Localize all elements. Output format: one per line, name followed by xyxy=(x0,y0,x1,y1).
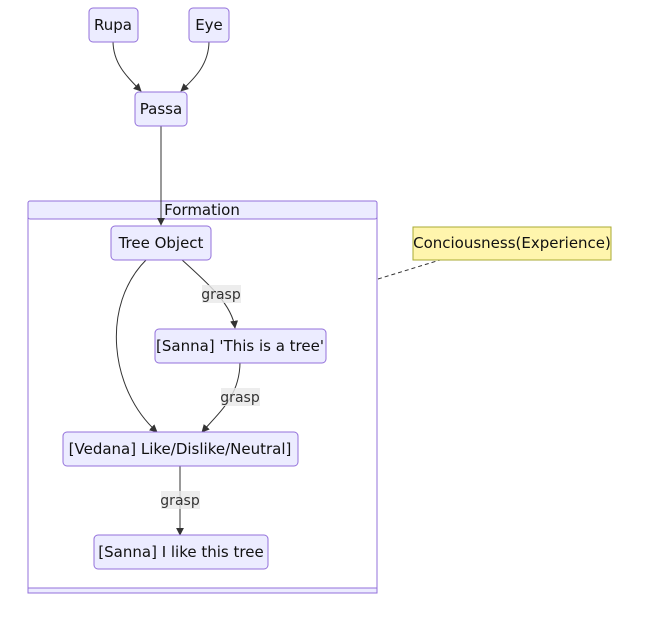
cluster-formation-title: Formation xyxy=(164,201,240,219)
note-consciousness[interactable]: Conciousness(Experience) xyxy=(412,226,612,261)
node-vedana-label: [Vedana] Like/Dislike/Neutral] xyxy=(69,440,292,458)
cluster-formation-title-bar xyxy=(27,200,378,220)
cluster-formation-bottom-bar xyxy=(27,587,378,594)
note-link-line xyxy=(377,259,441,280)
node-eye[interactable]: Eye xyxy=(188,7,230,43)
node-sanna-this-is-a-tree[interactable]: [Sanna] 'This is a tree' xyxy=(154,328,327,364)
edge-labels: grasp grasp grasp xyxy=(160,285,260,509)
node-sanna-i-like-this-tree-label: [Sanna] I like this tree xyxy=(98,543,263,561)
node-tree-object[interactable]: Tree Object xyxy=(110,225,212,261)
edge-label-grasp-2: grasp xyxy=(220,390,260,406)
node-vedana[interactable]: [Vedana] Like/Dislike/Neutral] xyxy=(62,431,299,467)
edge-eye-to-passa xyxy=(180,40,210,92)
node-eye-label: Eye xyxy=(195,16,223,34)
node-sanna-i-like-this-tree[interactable]: [Sanna] I like this tree xyxy=(93,534,269,570)
edge-label-bg-3 xyxy=(161,491,200,509)
node-rupa[interactable]: Rupa xyxy=(88,7,139,43)
node-rupa-label: Rupa xyxy=(94,16,132,34)
edge-rupa-to-passa xyxy=(112,40,142,92)
node-tree-object-label: Tree Object xyxy=(118,234,204,252)
node-passa[interactable]: Passa xyxy=(134,91,188,127)
note-consciousness-label: Conciousness(Experience) xyxy=(413,234,611,252)
edge-label-bg-1 xyxy=(202,285,241,303)
edge-label-bg-2 xyxy=(221,388,260,406)
node-sanna-this-is-a-tree-label: [Sanna] 'This is a tree' xyxy=(156,337,324,355)
edge-label-grasp-1: grasp xyxy=(201,287,241,303)
node-passa-label: Passa xyxy=(140,100,182,118)
edge-tree-object-to-vedana xyxy=(115,258,158,433)
cluster-formation: Formation xyxy=(27,200,378,594)
edge-label-grasp-3: grasp xyxy=(160,493,200,509)
